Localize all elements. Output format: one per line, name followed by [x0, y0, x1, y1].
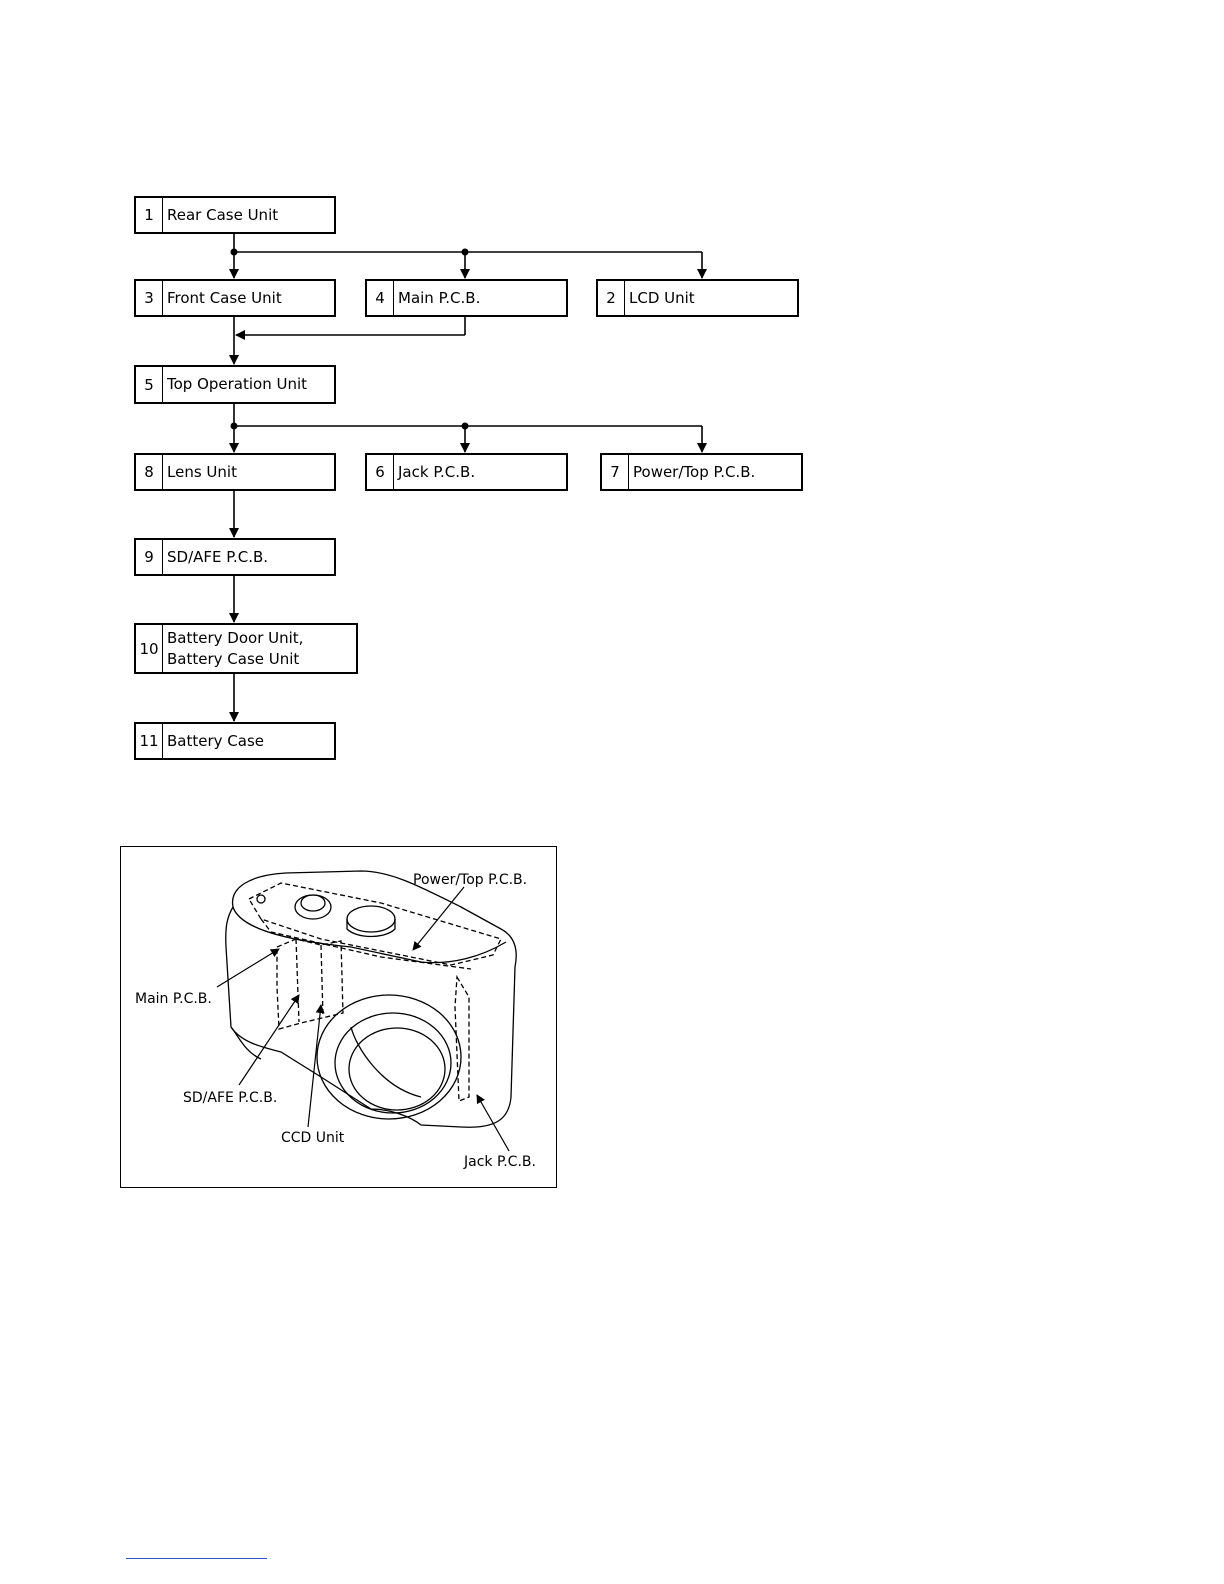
step-2-lcd-unit: 2 LCD Unit [596, 279, 799, 317]
callout-ccd-unit: CCD Unit [281, 1130, 344, 1146]
step-label: Rear Case Unit [163, 198, 334, 232]
step-label: Battery Door Unit, Battery Case Unit [163, 625, 356, 672]
step-label: SD/AFE P.C.B. [163, 540, 334, 574]
step-number: 1 [136, 198, 163, 232]
callout-jack-pcb: Jack P.C.B. [464, 1154, 536, 1170]
step-label: Battery Case [163, 724, 334, 758]
callout-main-pcb: Main P.C.B. [135, 991, 212, 1007]
step-3-front-case-unit: 3 Front Case Unit [134, 279, 336, 317]
step-label: Power/Top P.C.B. [629, 455, 801, 489]
step-label: Main P.C.B. [394, 281, 566, 315]
step-number: 5 [136, 367, 163, 402]
step-5-top-operation-unit: 5 Top Operation Unit [134, 365, 336, 404]
step-9-sd-afe-pcb: 9 SD/AFE P.C.B. [134, 538, 336, 576]
step-number: 6 [367, 455, 394, 489]
step-number: 2 [598, 281, 625, 315]
step-label: Jack P.C.B. [394, 455, 566, 489]
camera-figure-frame: Power/Top P.C.B. Main P.C.B. SD/AFE P.C.… [120, 846, 557, 1188]
step-number: 10 [136, 625, 163, 672]
step-number: 3 [136, 281, 163, 315]
step-number: 4 [367, 281, 394, 315]
step-1-rear-case-unit: 1 Rear Case Unit [134, 196, 336, 234]
step-label: Front Case Unit [163, 281, 334, 315]
step-label: Lens Unit [163, 455, 334, 489]
footer-link-underline [126, 1558, 267, 1559]
step-number: 7 [602, 455, 629, 489]
step-label-line-1: Battery Door Unit, [167, 628, 303, 649]
step-number: 11 [136, 724, 163, 758]
callout-sd-afe-pcb: SD/AFE P.C.B. [183, 1090, 277, 1106]
step-6-jack-pcb: 6 Jack P.C.B. [365, 453, 568, 491]
callout-power-top-pcb: Power/Top P.C.B. [413, 872, 527, 888]
step-7-power-top-pcb: 7 Power/Top P.C.B. [600, 453, 803, 491]
step-10-battery-door-unit: 10 Battery Door Unit, Battery Case Unit [134, 623, 358, 674]
step-number: 9 [136, 540, 163, 574]
step-11-battery-case: 11 Battery Case [134, 722, 336, 760]
step-number: 8 [136, 455, 163, 489]
step-label: LCD Unit [625, 281, 797, 315]
step-label-line-2: Battery Case Unit [167, 649, 299, 670]
step-label: Top Operation Unit [163, 367, 334, 402]
step-4-main-pcb: 4 Main P.C.B. [365, 279, 568, 317]
step-8-lens-unit: 8 Lens Unit [134, 453, 336, 491]
